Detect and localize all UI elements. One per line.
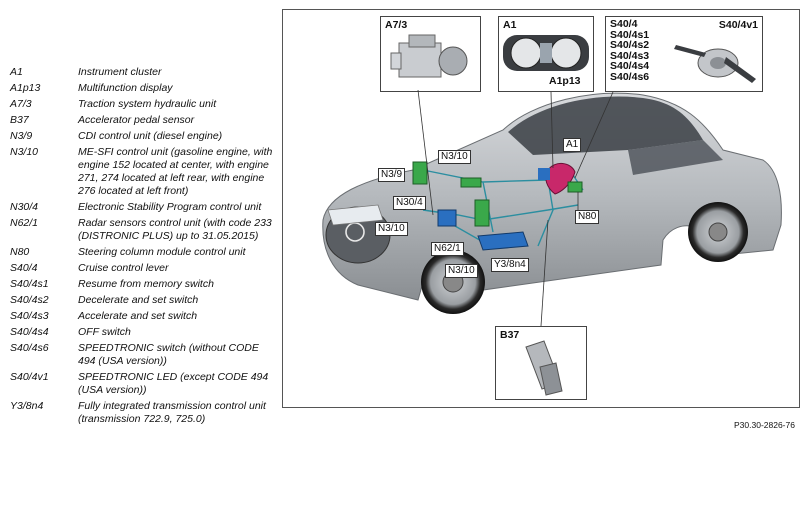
callout-title-s40-item: S40/4s2 [610,39,650,51]
legend-row: N3/9 CDI control unit (diesel engine) [10,130,275,143]
legend-description: Accelerator pedal sensor [78,114,195,126]
legend-row: N80 Steering column module control unit [10,246,275,259]
legend-code: N30/4 [10,201,39,213]
legend-code: S40/4 [10,262,38,274]
legend-row: B37 Accelerator pedal sensor [10,114,275,127]
legend-code: N80 [10,246,30,258]
callout-title-s40-item: S40/4 [610,18,638,30]
callout-title-s40-item: S40/4s6 [610,70,650,83]
component-n62-1 [477,231,529,251]
component-a1-car [545,163,576,195]
legend-row: S40/4s1 Resume from memory switch [10,278,275,291]
hydraulic-unit-image [390,34,468,78]
legend-description: Resume from memory switch [78,278,214,290]
component-cluster [538,168,550,180]
legend-code: N3/10 [10,146,39,158]
legend-description: OFF switch [78,326,131,338]
legend-row: N62/1 Radar sensors control unit (with co… [10,217,275,243]
callout-a1: A1 A1p13 [498,16,594,92]
legend-description: CDI control unit (diesel engine) [78,130,223,142]
callout-title-s40-4v1: S40/4v1 [718,19,758,31]
legend-description: ME-SFI control unit (gasoline engine, wi… [78,146,273,197]
legend-description: Fully integrated transmission control un… [78,400,266,425]
tag-n62-1: N62/1 [431,242,464,256]
callout-title-a1p13: A1p13 [549,75,581,87]
component-n3-10-top [460,177,482,188]
callout-title-b37: B37 [500,329,520,341]
callout-title-s40-item: S40/4s3 [610,49,650,62]
legend-description: Multifunction display [78,82,173,94]
legend-code: Y3/8n4 [10,400,44,412]
legend-code: S40/4s3 [10,310,49,322]
legend-row: S40/4s2 Decelerate and set switch [10,294,275,307]
legend-description: Cruise control lever [78,262,169,274]
component-n3-10-mid [474,199,490,227]
legend-description: Accelerate and set switch [78,310,198,322]
legend-code: N62/1 [10,217,39,229]
cruise-control-lever-image [674,45,756,83]
component-n80 [567,181,583,193]
tag-n30-4: N30/4 [393,196,426,210]
callout-title-a1: A1 [503,19,517,31]
headlight [327,204,384,226]
legend-row: N3/10 ME-SFI control unit (gasoline engin… [10,146,275,198]
callout-a7-3: A7/3 [380,16,481,92]
legend-description: Steering column module control unit [78,246,246,258]
callout-title-s40-item: S40/4s1 [610,28,650,41]
tag-n3-10-top: N3/10 [438,150,471,164]
legend-code: A1p13 [10,82,41,94]
component-n3-9 [412,161,428,185]
instrument-cluster-image [503,35,589,71]
callout-b37: B37 [495,326,587,400]
legend-row: S40/4s4 OFF switch [10,326,275,339]
legend-description: Traction system hydraulic unit [78,98,217,110]
tag-y3-8n4: Y3/8n4 [491,258,529,272]
side-window [628,140,723,175]
accelerator-pedal-image [525,340,563,396]
tag-n3-10-mid: N3/10 [375,222,408,236]
legend-code: S40/4s6 [10,342,49,354]
legend-row: A7/3 Traction system hydraulic unit [10,98,275,111]
legend-row: S40/4 Cruise control lever [10,262,275,275]
legend-description: Instrument cluster [78,66,162,78]
legend-code: S40/4s1 [10,278,49,290]
tag-n80: N80 [575,210,600,224]
legend-code: S40/4v1 [10,371,49,383]
tag-n3-10-bottom: N3/10 [445,264,478,278]
legend-code: B37 [10,114,29,126]
legend-row: S40/4v1 SPEEDTRONIC LED (except CODE 494 … [10,371,275,397]
tag-n3-9: N3/9 [378,168,406,182]
legend-description: SPEEDTRONIC LED (except CODE 494 (USA ve… [78,371,269,396]
legend-code: S40/4s4 [10,326,49,338]
legend-row: S40/4s6 SPEEDTRONIC switch (without CODE … [10,342,275,368]
legend-code: A7/3 [10,98,32,110]
tag-a1-car: A1 [563,138,582,152]
legend-row: Y3/8n4 Fully integrated transmission cont… [10,400,275,426]
legend-row: A1p13 Multifunction display [10,82,275,95]
legend-code: S40/4s2 [10,294,49,306]
legend-row: S40/4s3 Accelerate and set switch [10,310,275,323]
legend-row: A1 Instrument cluster [10,66,275,79]
callout-title-a7-3: A7/3 [385,19,408,31]
legend-code: N3/9 [10,130,33,142]
legend-row: N30/4 Electronic Stability Program contro… [10,201,275,214]
component-n30-4 [437,209,457,227]
legend-description: Electronic Stability Program control uni… [78,201,262,213]
legend-description: SPEEDTRONIC switch (without CODE 494 (US… [78,342,259,367]
legend-code: A1 [10,66,23,78]
legend-description: Decelerate and set switch [78,294,199,306]
figure-reference: P30.30-2826-76 [734,420,795,430]
legend-description: Radar sensors control unit (with code 23… [78,217,272,242]
callout-title-s40-item: S40/4s4 [610,60,650,72]
